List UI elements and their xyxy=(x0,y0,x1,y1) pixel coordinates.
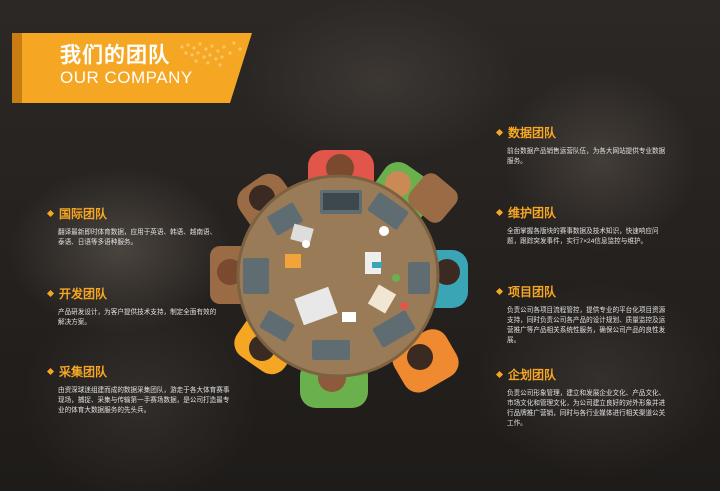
team-description: 由资深球迷组建而成的数据采集团队，游走于各大体育赛事现场，捕捉、采集与传输第一手… xyxy=(58,387,230,414)
team-item-development: 开发团队 产品研发设计，为客户提供技术支持，制定全面有效的解决方案。 xyxy=(46,285,218,328)
team-description: 全面掌握各版块的赛事数据及技术知识，快速响应问题，跟踪突发事件，实行7×24信息… xyxy=(507,228,659,245)
team-item-planning: 企划团队 负责公司形象管理，建立和发展企业文化、产品文化、市场文化和管理文化，为… xyxy=(495,366,667,429)
page-title: 我们的团队 xyxy=(60,44,170,67)
team-item-data: 数据团队 前台数据产品销售运营队伍，为各大网站提供专业数据服务。 xyxy=(495,124,667,167)
team-title: 国际团队 xyxy=(59,207,108,221)
team-item-collection: 采集团队 由资深球迷组建而成的数据采集团队，游走于各大体育赛事现场，捕捉、采集与… xyxy=(46,363,233,416)
diamond-bullet-icon xyxy=(495,287,504,296)
team-title: 采集团队 xyxy=(59,365,108,379)
page-subtitle: OUR COMPANY xyxy=(60,68,193,87)
team-item-international: 国际团队 翻译最新即时体育数据，应用于英语、韩语、越南语、泰语、日语等多语种服务… xyxy=(46,205,218,248)
team-description: 产品研发设计，为客户提供技术支持，制定全面有效的解决方案。 xyxy=(58,309,217,326)
diamond-bullet-icon xyxy=(46,289,55,298)
team-title: 项目团队 xyxy=(508,285,557,299)
diamond-bullet-icon xyxy=(495,370,504,379)
team-title: 开发团队 xyxy=(59,287,108,301)
team-description: 翻译最新即时体育数据，应用于英语、韩语、越南语、泰语、日语等多语种服务。 xyxy=(58,229,217,246)
diamond-bullet-icon xyxy=(46,367,55,376)
team-description: 负责公司各项目流程管控，提供专业的平台化项目资源支持，同时负责公司各产品的设计规… xyxy=(507,307,666,344)
team-title: 维护团队 xyxy=(508,206,557,220)
team-description: 前台数据产品销售运营队伍，为各大网站提供专业数据服务。 xyxy=(507,148,666,165)
table-items xyxy=(243,190,430,360)
header-banner xyxy=(12,33,252,103)
diamond-bullet-icon xyxy=(495,208,504,217)
team-item-project: 项目团队 负责公司各项目流程管控，提供专业的平台化项目资源支持，同时负责公司各产… xyxy=(495,283,667,346)
team-title: 企划团队 xyxy=(508,368,557,382)
team-title: 数据团队 xyxy=(508,126,557,140)
team-item-maintenance: 维护团队 全面掌握各版块的赛事数据及技术知识，快速响应问题，跟踪突发事件，实行7… xyxy=(495,204,667,247)
diamond-bullet-icon xyxy=(495,128,504,137)
diamond-bullet-icon xyxy=(46,209,55,218)
team-description: 负责公司形象管理，建立和发展企业文化、产品文化、市场文化和管理文化，为公司建立良… xyxy=(507,390,666,427)
